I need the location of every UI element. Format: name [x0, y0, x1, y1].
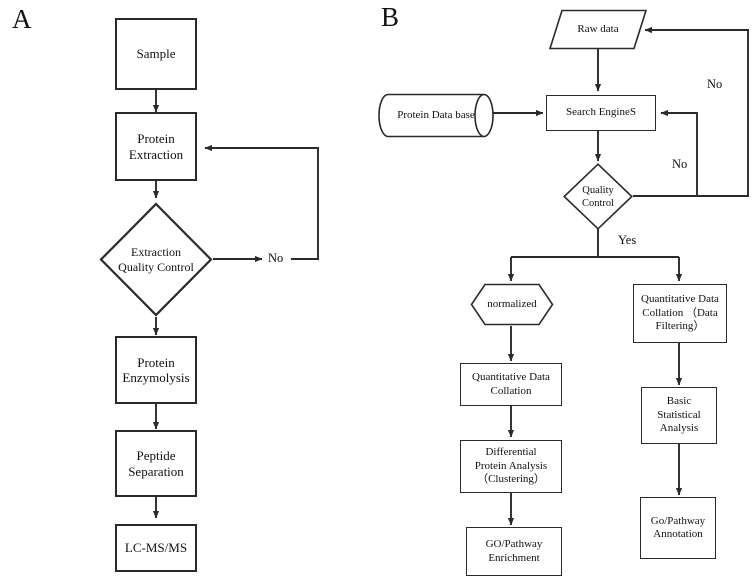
- hexagon-shape: [470, 283, 554, 326]
- node-normalized-label: normalized: [487, 297, 537, 310]
- node-search-engines[interactable]: Search EngineS: [546, 95, 656, 131]
- edge-label-qc-no-inner: No: [672, 157, 688, 171]
- edge-label-extraction-qc-no: No: [268, 251, 284, 265]
- node-protein-database-label: Protein Data base: [397, 108, 475, 121]
- node-sample-label: Sample: [136, 46, 176, 62]
- diamond-shape: [563, 163, 633, 230]
- diamond-shape: [99, 202, 213, 317]
- panel-label-a: A: [12, 4, 32, 34]
- panel-label-b: B: [381, 2, 400, 32]
- cylinder-shape: [378, 93, 494, 138]
- node-search-engines-label: Search EngineS: [566, 106, 636, 119]
- node-raw-data[interactable]: Raw data: [549, 9, 647, 50]
- edge-qc-no-loopback: [204, 144, 319, 260]
- edge-label-qc-no-outer: No: [707, 77, 723, 91]
- node-normalized[interactable]: normalized: [470, 283, 554, 326]
- parallelogram-shape: [549, 9, 647, 50]
- node-lc-ms-ms-label: LC-MS/MS: [124, 540, 188, 556]
- node-lc-ms-ms[interactable]: LC-MS/MS: [115, 524, 197, 572]
- node-raw-data-label: Raw data: [577, 22, 619, 35]
- node-protein-database[interactable]: Protein Data base: [378, 93, 494, 138]
- edge-label-qc-yes: Yes: [618, 233, 637, 247]
- node-sample[interactable]: Sample: [115, 18, 197, 90]
